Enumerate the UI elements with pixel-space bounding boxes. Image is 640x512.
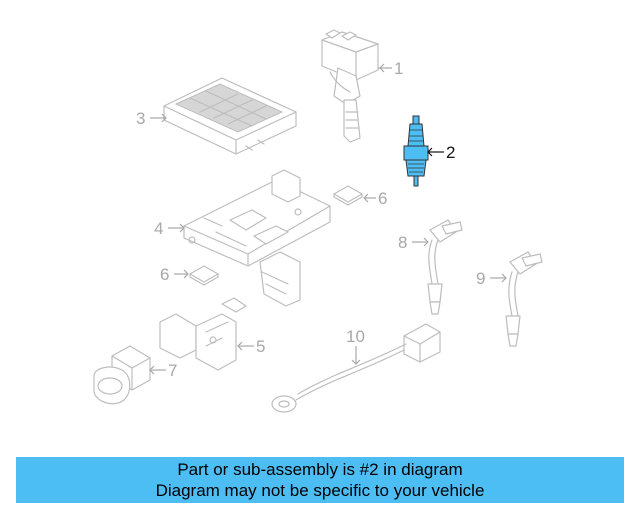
- ignition-coil-part: [321, 29, 379, 143]
- callout-8: 8: [398, 233, 407, 252]
- callout-9: 9: [476, 269, 485, 288]
- callout-4: 4: [154, 219, 163, 238]
- callout-7: 7: [168, 361, 177, 380]
- callout-5: 5: [256, 337, 265, 356]
- callout-2: 2: [446, 143, 455, 162]
- mounting-bracket-part: [183, 169, 331, 307]
- sensor-part: [93, 345, 151, 405]
- pad-part-lower: [189, 265, 219, 286]
- sensor-lead-part-8: [427, 219, 463, 315]
- callout-3: 3: [136, 109, 145, 128]
- callout-1: 1: [394, 59, 403, 78]
- spark-plug-part: [403, 115, 429, 187]
- module-bracket-part: [159, 297, 247, 371]
- banner-line-1: Part or sub-assembly is #2 in diagram: [177, 460, 463, 479]
- banner-line-2: Diagram may not be specific to your vehi…: [155, 481, 485, 500]
- engine-control-module-part: [163, 77, 297, 155]
- callout-6-upper: 6: [378, 189, 387, 208]
- pad-part-upper: [333, 185, 363, 206]
- callout-6-lower: 6: [160, 265, 169, 284]
- callout-10: 10: [346, 327, 365, 346]
- parts-diagram: 1 2 3 4: [93, 29, 543, 413]
- sensor-lead-part-9: [505, 251, 543, 347]
- info-banner: Part or sub-assembly is #2 in diagram Di…: [16, 457, 624, 503]
- sensor-cable-part: [271, 323, 441, 413]
